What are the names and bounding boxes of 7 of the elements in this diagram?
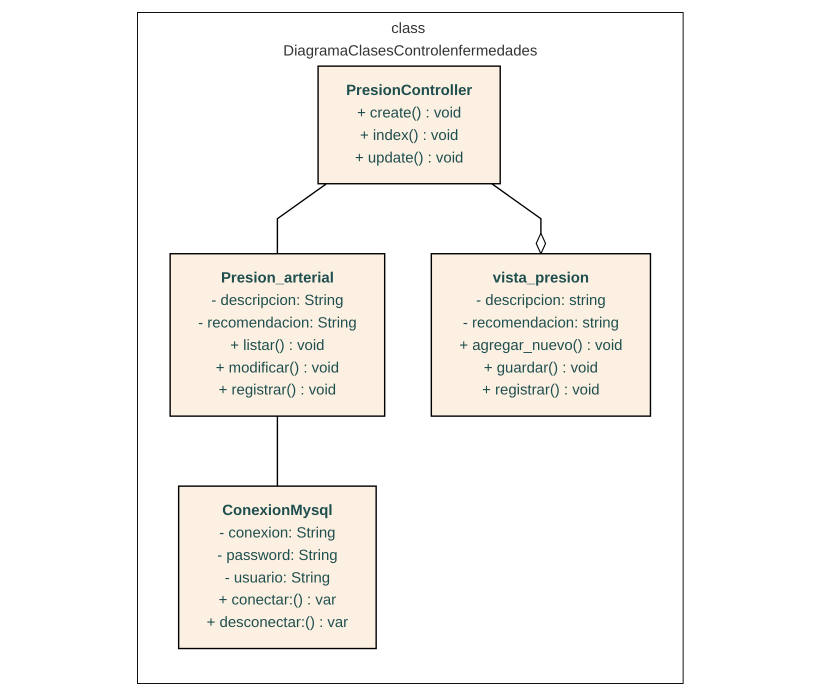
connector	[276, 183, 327, 254]
node-box: Presion_arterial - descripcion: String - recomendacion: String + listar() : void + modificar() : void + registrar() : void	[169, 253, 386, 417]
node-box: PresionController + create() : void + index() : void + update() : void	[317, 65, 501, 184]
connector	[491, 183, 546, 254]
node-box: ConexionMysql - conexion: String - password: String - usuario: String + conectar:() : var + desconectar:() : var	[178, 485, 377, 650]
node-box: vista_presion - descripcion: string - recomendacion: string + agregar_nuevo() : void + guardar() : void + registrar() : void	[430, 253, 651, 417]
connector	[276, 416, 278, 486]
